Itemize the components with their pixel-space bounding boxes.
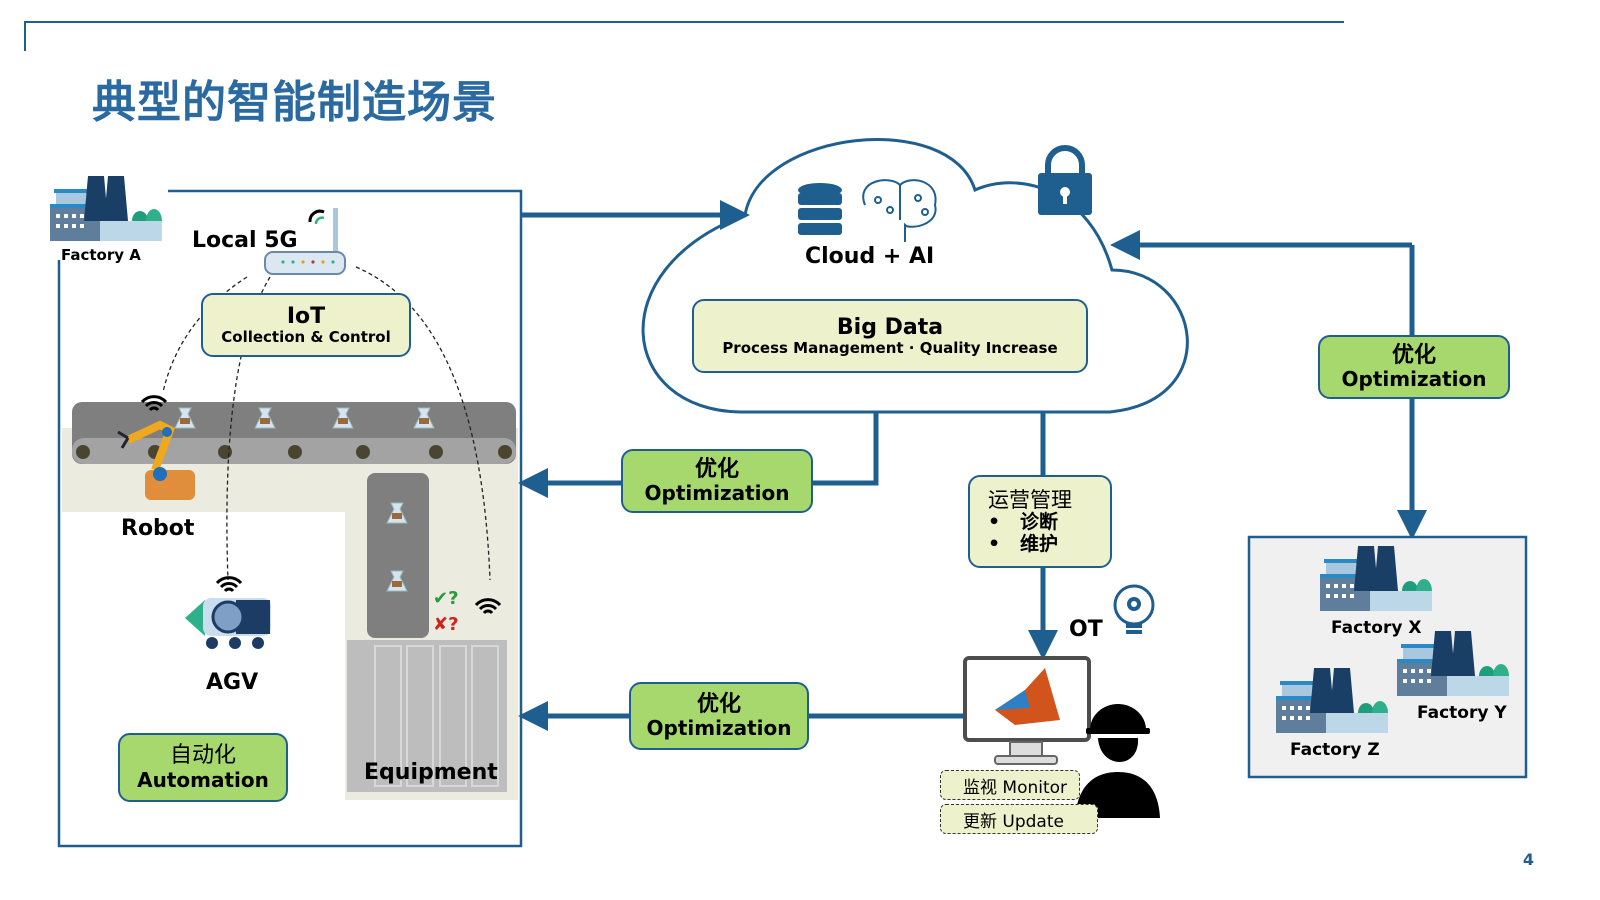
operations-item-maintenance: 维护 [1020,532,1059,555]
page-title: 典型的智能制造场景 [92,77,497,128]
equipment-rack [347,640,507,792]
operations-title: 运营管理 [988,487,1072,512]
page-number: 4 [1522,850,1534,869]
database-icon [798,183,842,235]
brain-icon [862,179,937,242]
factory-a-label: Factory A [61,246,141,264]
update-label: 更新 Update [963,811,1064,832]
factory-x-label: Factory X [1331,618,1422,638]
operations-item: • 诊断 [988,510,1059,533]
fail-cross-icon: ✘? [433,614,459,635]
automation-en: Automation [137,767,269,792]
cloud-ai-label: Cloud + AI [805,244,935,269]
wireless-links [162,266,491,581]
iot-box: IoT Collection & Control [201,293,411,357]
frame-top-line [24,21,1344,23]
big-data-subtitle: Process Management · Quality Increase [722,339,1058,358]
optimization-en: Optimization [1341,367,1487,392]
factory-a-container [57,189,523,848]
optimization-box-ot-to-factory: 优化 Optimization [629,682,809,750]
optimization-en: Optimization [644,481,790,506]
iot-subtitle: Collection & Control [221,328,391,347]
monitor-label: 监视 Monitor [963,777,1068,798]
operations-item-diagnosis: 诊断 [1020,510,1059,533]
router-icon [264,208,346,275]
optimization-zh: 优化 [1391,342,1436,368]
equipment-label: Equipment [364,760,498,785]
vertical-conveyor [367,473,429,638]
lock-icon [1038,145,1092,215]
ot-label: OT [1069,617,1103,642]
automation-box: 自动化 Automation [118,733,288,802]
operations-box: 运营管理 • 诊断 • 维护 [968,475,1112,568]
optimization-box-right: 优化 Optimization [1318,335,1510,399]
agv-icon [185,598,271,649]
robot-label: Robot [121,516,195,541]
monitor-label-box: 监视 Monitor [940,770,1080,800]
optimization-zh: 优化 [696,691,741,717]
optimization-box-cloud-to-factory: 优化 Optimization [621,449,813,513]
iot-title: IoT [286,303,326,329]
factory-y-label: Factory Y [1417,703,1507,723]
big-data-title: Big Data [836,314,944,340]
automation-zh: 自动化 [169,743,236,769]
operations-item: • 维护 [988,532,1059,555]
optimization-zh: 优化 [694,456,739,482]
monitor-icon [963,656,1091,765]
update-label-box: 更新 Update [940,804,1098,834]
big-data-box: Big Data Process Management · Quality In… [692,299,1088,373]
factory-z-label: Factory Z [1290,740,1380,760]
optimization-en: Optimization [646,716,792,741]
pass-check-icon: ✔? [433,588,459,609]
robot-icon [117,420,195,500]
frame-left-line [24,21,26,51]
lightbulb-gear-icon [1113,584,1155,634]
local-5g-label: Local 5G [192,228,298,253]
agv-label: AGV [206,670,259,695]
